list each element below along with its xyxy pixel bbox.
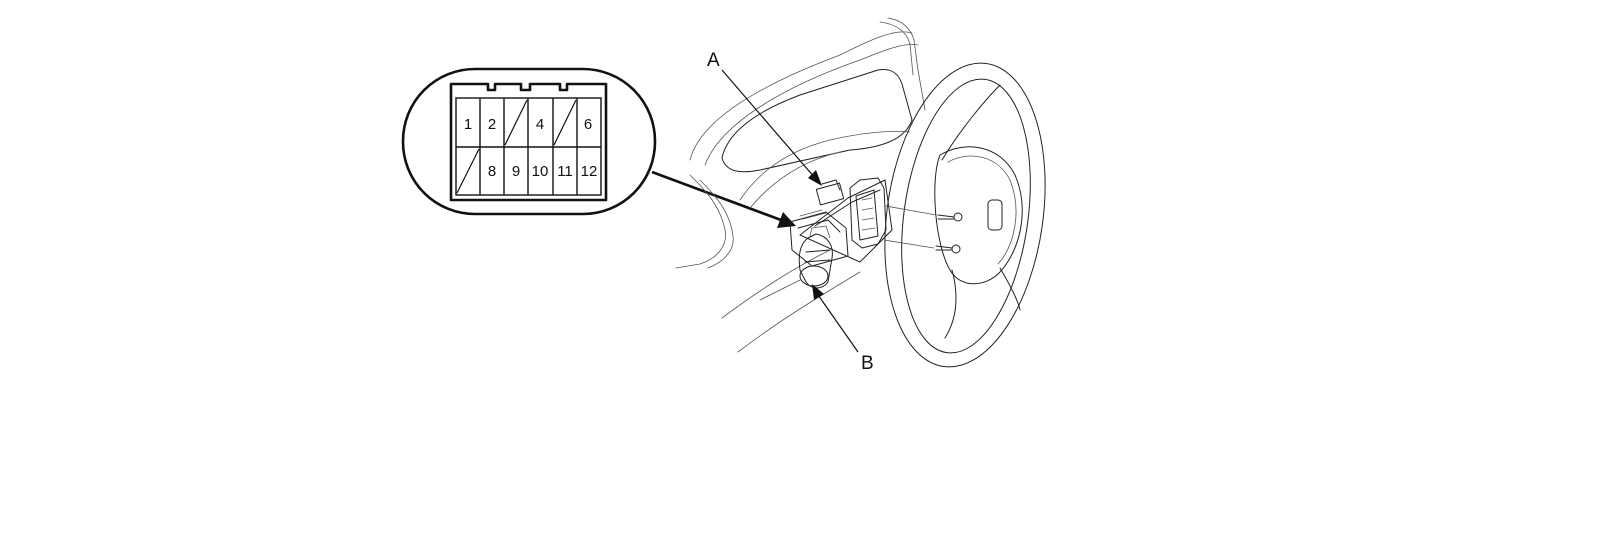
pin-1-label: 1: [464, 116, 472, 133]
callout-a: A: [707, 50, 822, 186]
pin-9-label: 9: [512, 163, 520, 180]
callout-a-label: A: [707, 50, 720, 71]
callout-b: B: [812, 284, 874, 374]
pin-6-label: 6: [584, 116, 592, 133]
steering-wheel: [883, 62, 1046, 368]
pin-2-label: 2: [488, 116, 496, 133]
pin-4-label: 4: [536, 116, 544, 133]
pin-8-label: 8: [488, 163, 496, 180]
connector-detail-oval: [401, 67, 657, 216]
callout-b-label: B: [861, 353, 874, 374]
empty-cavity-5: [553, 99, 577, 146]
pin-12-label: 12: [581, 163, 598, 180]
pin-10-label: 10: [532, 163, 549, 180]
empty-cavity-3: [504, 99, 528, 146]
detail-leader-arrow: [651, 170, 796, 228]
airbag-screws: [883, 205, 963, 254]
pin-11-label: 11: [557, 163, 573, 180]
dashboard-outline: [675, 17, 926, 353]
connector-face: [449, 82, 608, 202]
empty-cavity-7: [456, 148, 480, 194]
connector-detail: 1 2 4 6 8 9 10 11 12: [401, 67, 657, 216]
combination-switch-assembly: [789, 177, 893, 289]
